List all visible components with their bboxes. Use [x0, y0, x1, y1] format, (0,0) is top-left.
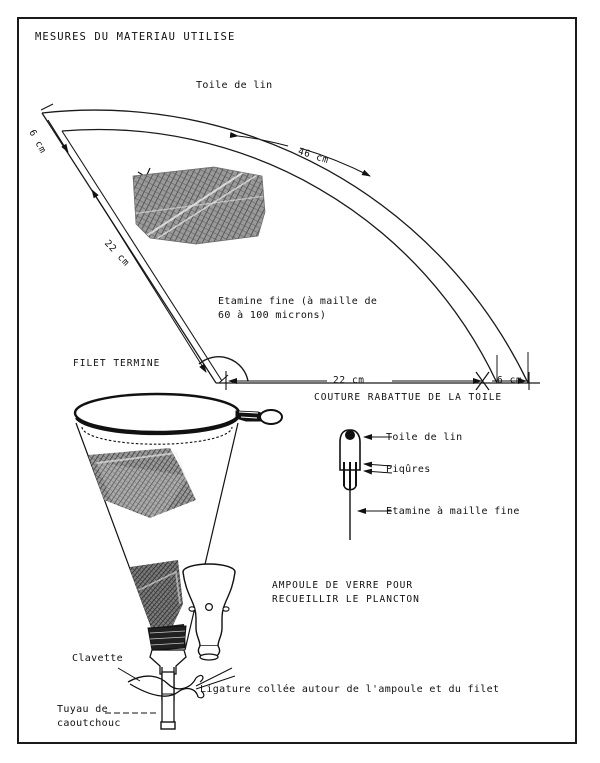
section-title-filet-termine: FILET TERMINE	[73, 358, 161, 369]
callout-piqures: Piqûres	[386, 464, 431, 475]
caption-ampoule-line2: RECUEILLIR LE PLANCTON	[272, 594, 420, 605]
dimension-base-22cm: 22 cm	[333, 375, 365, 386]
note-etamine-fine-line2: 60 à 100 microns)	[218, 310, 327, 321]
callout-toile-de-lin: Toile de lin	[386, 432, 463, 443]
label-tuyau-line1: Tuyau de	[57, 704, 108, 715]
callout-etamine-maille-fine: Etamine à maille fine	[386, 506, 520, 517]
label-tuyau-line2: caoutchouc	[57, 718, 121, 729]
label-ligature-collee: Ligature collée autour de l'ampoule et d…	[200, 684, 500, 695]
dimension-base-6cm: 6 cm	[497, 375, 523, 386]
page-border-frame	[17, 17, 577, 744]
page-title: MESURES DU MATERIAU UTILISE	[35, 31, 236, 43]
note-etamine-fine-line1: Etamine fine (à maille de	[218, 296, 378, 307]
caption-couture-rabattue: COUTURE RABATTUE DE LA TOILE	[314, 392, 503, 403]
caption-ampoule-line1: AMPOULE DE VERRE POUR	[272, 580, 414, 591]
label-clavette: Clavette	[72, 653, 123, 664]
label-toile-de-lin-arc: Toile de lin	[196, 80, 273, 91]
